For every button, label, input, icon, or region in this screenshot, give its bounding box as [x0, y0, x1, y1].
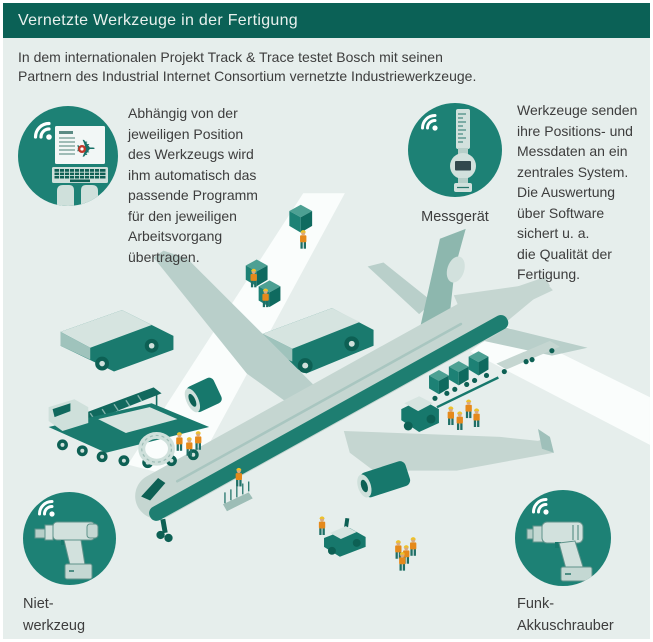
airplane-winglet [538, 428, 554, 453]
nietwerkzeug-label: Niet- werkzeug [23, 596, 86, 634]
work-platform [222, 467, 253, 512]
cockpit-windows [141, 477, 166, 501]
connected-terminal-badge: ✈ [18, 106, 118, 206]
airplane-left-wing [153, 250, 321, 410]
header-bar: Vernetzte Werkzeuge in der Fertigung [3, 3, 650, 38]
shuttle-bus-left [60, 310, 174, 372]
messgeraet-label: Messgerät [421, 209, 489, 225]
aircraft-assembly-scene [48, 193, 650, 571]
riveting-tool-icon [34, 500, 99, 580]
forklift [324, 517, 366, 557]
airplane-right-engine [357, 461, 411, 498]
computer-terminal-icon: ✈ [33, 121, 108, 206]
measuring-device-icon [421, 109, 476, 192]
tail-fin-emblem [446, 256, 465, 283]
wifi-signal-icon [421, 114, 438, 131]
airplane-far-engine [184, 377, 222, 413]
airplane-left-stabilizer [367, 262, 433, 315]
airplane [135, 228, 588, 543]
wifi-signal-icon [532, 498, 549, 515]
nose-landing-gear [156, 518, 173, 543]
page-title: Vernetzte Werkzeuge in der Fertigung [18, 12, 298, 29]
messgeraet-badge [408, 103, 502, 197]
airplane-tail-fin [419, 228, 466, 332]
wifi-signal-icon [38, 500, 55, 517]
nietwerkzeug-badge [23, 492, 116, 585]
crane-truck [48, 387, 210, 469]
intro-text: In dem internationalen Projekt Track & T… [18, 49, 477, 84]
funk-akkuschrauber-badge [515, 490, 611, 586]
baggage-train [401, 340, 560, 432]
program-callout-text: Abhängig von der jeweiligen Position des… [128, 105, 258, 265]
funk-akkuschrauber-label: Funk- Akkuschrauber [517, 596, 614, 634]
shuttle-bus-middle [262, 308, 374, 374]
data-callout-text: Werkzeuge senden ihre Positions- und Mes… [517, 102, 638, 282]
wifi-signal-icon [33, 121, 52, 140]
airplane-right-wing [343, 430, 554, 471]
cordless-screwdriver-icon [526, 498, 593, 582]
runway-path-right [470, 324, 650, 445]
svg-text:✈: ✈ [76, 135, 96, 163]
